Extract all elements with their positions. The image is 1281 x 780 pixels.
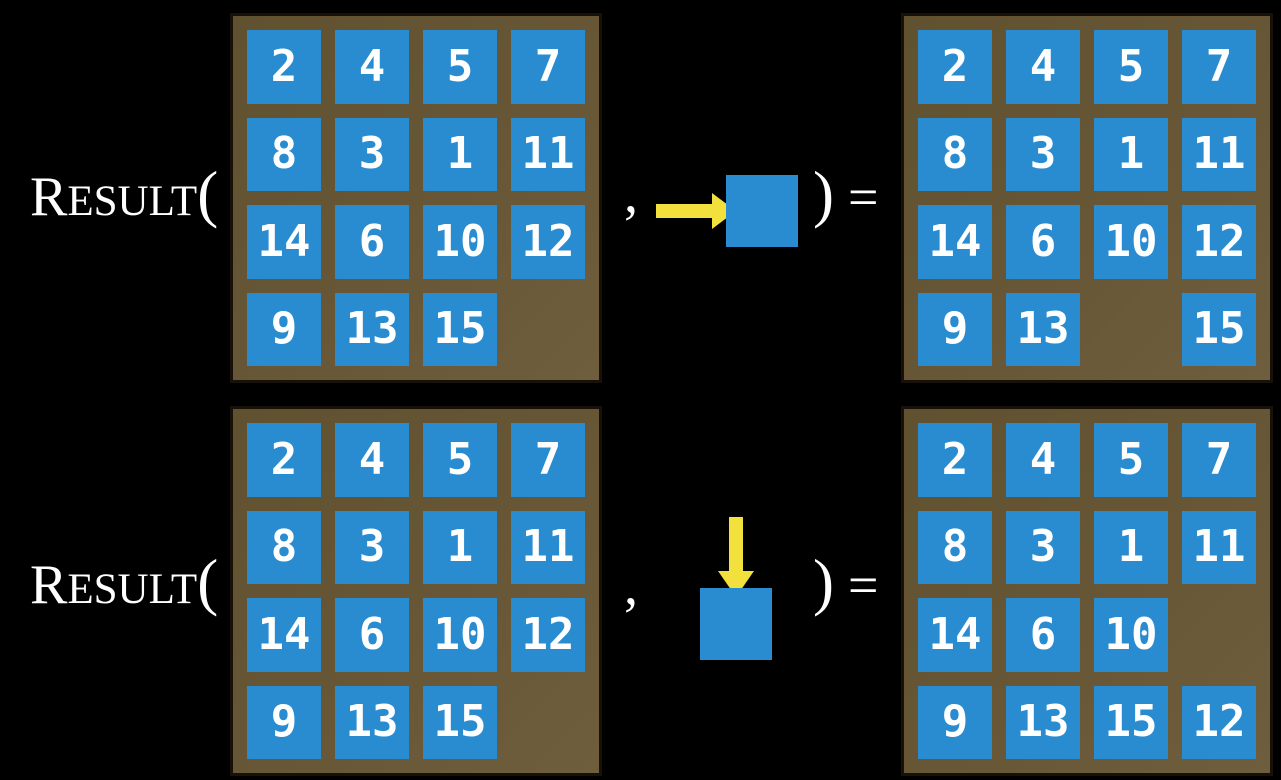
function-name-rest: ESULT <box>67 178 198 225</box>
tile-8: 8 <box>918 510 992 584</box>
comma-separator: , <box>624 163 638 225</box>
tile-14: 14 <box>247 205 321 279</box>
tile-3: 3 <box>335 510 409 584</box>
tile-7: 7 <box>1182 30 1256 104</box>
open-paren: ( <box>197 159 219 229</box>
tile-13: 13 <box>1006 685 1080 759</box>
tile-15: 15 <box>423 292 497 366</box>
tile-9: 9 <box>918 292 992 366</box>
tile-1: 1 <box>423 117 497 191</box>
tile-3: 3 <box>1006 510 1080 584</box>
close-paren-equals: ) = <box>813 163 878 226</box>
tile-2: 2 <box>247 423 321 497</box>
tile-12: 12 <box>1182 685 1256 759</box>
function-name-initial: R <box>30 554 68 616</box>
tile-14: 14 <box>918 598 992 672</box>
tile-11: 11 <box>511 510 585 584</box>
function-name-initial: R <box>30 166 68 228</box>
tile-11: 11 <box>1182 117 1256 191</box>
tile-10: 10 <box>1094 205 1168 279</box>
tile-4: 4 <box>1006 423 1080 497</box>
equals-sign: = <box>847 555 879 615</box>
arrow-shaft <box>656 204 712 218</box>
tile-11: 11 <box>511 117 585 191</box>
close-paren: ) <box>813 547 834 617</box>
tile-15: 15 <box>423 685 497 759</box>
empty-cell <box>1182 598 1256 672</box>
function-name-rest: ESULT <box>67 566 198 613</box>
tile-1: 1 <box>423 510 497 584</box>
tile-13: 13 <box>335 292 409 366</box>
tile-6: 6 <box>1006 598 1080 672</box>
tile-15: 15 <box>1094 685 1168 759</box>
tile-6: 6 <box>1006 205 1080 279</box>
tile-2: 2 <box>918 30 992 104</box>
tile-2: 2 <box>918 423 992 497</box>
tile-9: 9 <box>247 685 321 759</box>
tile-10: 10 <box>423 598 497 672</box>
move-action-right <box>656 175 798 247</box>
equals-sign: = <box>847 167 879 227</box>
tile-4: 4 <box>335 423 409 497</box>
tile-12: 12 <box>511 598 585 672</box>
tile-13: 13 <box>335 685 409 759</box>
tile-9: 9 <box>247 292 321 366</box>
tile-3: 3 <box>335 117 409 191</box>
tile-10: 10 <box>1094 598 1168 672</box>
tile-7: 7 <box>1182 423 1256 497</box>
tile-1: 1 <box>1094 510 1168 584</box>
arrow-down-icon <box>718 517 754 597</box>
tile-13: 13 <box>1006 292 1080 366</box>
tile-7: 7 <box>511 423 585 497</box>
tile-14: 14 <box>918 205 992 279</box>
open-paren: ( <box>197 547 219 617</box>
tile-8: 8 <box>247 117 321 191</box>
tile-10: 10 <box>423 205 497 279</box>
blank-tile-square <box>700 588 772 660</box>
tile-3: 3 <box>1006 117 1080 191</box>
tile-4: 4 <box>335 30 409 104</box>
tile-5: 5 <box>423 423 497 497</box>
empty-cell <box>511 686 585 760</box>
close-paren-equals: ) = <box>813 551 878 614</box>
tile-2: 2 <box>247 30 321 104</box>
tile-4: 4 <box>1006 30 1080 104</box>
arrow-shaft <box>729 517 743 571</box>
tile-12: 12 <box>1182 205 1256 279</box>
empty-cell <box>511 293 585 367</box>
tile-15: 15 <box>1182 292 1256 366</box>
move-action-down <box>700 517 772 660</box>
empty-cell <box>1094 293 1168 367</box>
tile-8: 8 <box>918 117 992 191</box>
comma-separator: , <box>624 555 638 617</box>
tile-5: 5 <box>1094 423 1168 497</box>
tile-14: 14 <box>247 598 321 672</box>
tile-5: 5 <box>1094 30 1168 104</box>
tile-6: 6 <box>335 205 409 279</box>
tile-11: 11 <box>1182 510 1256 584</box>
blank-tile-square <box>726 175 798 247</box>
tile-7: 7 <box>511 30 585 104</box>
tile-9: 9 <box>918 685 992 759</box>
tile-1: 1 <box>1094 117 1168 191</box>
tile-5: 5 <box>423 30 497 104</box>
close-paren: ) <box>813 159 834 229</box>
tile-6: 6 <box>335 598 409 672</box>
arrow-right-icon <box>656 193 736 229</box>
tile-12: 12 <box>511 205 585 279</box>
tile-8: 8 <box>247 510 321 584</box>
